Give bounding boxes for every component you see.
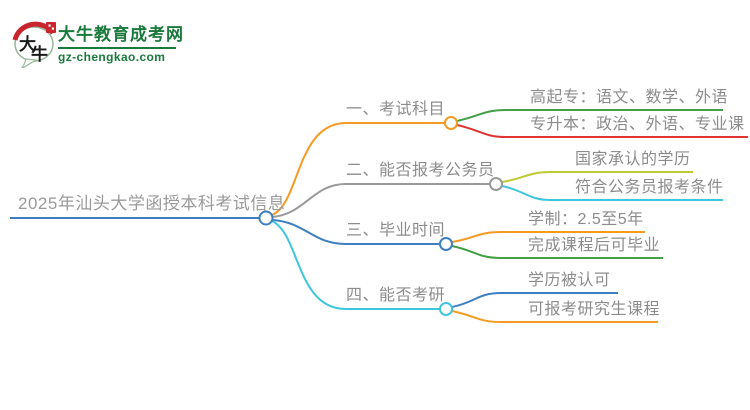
branch-1-child-1-label: 高起专：语文、数学、外语 xyxy=(530,89,729,106)
central-node-circle xyxy=(258,210,274,226)
branch-1-label: 一、考试科目 xyxy=(346,101,446,118)
branch-4-child-2-label: 可报考研究生课程 xyxy=(528,301,661,318)
daniu-bubble-icon: 大 牛 xyxy=(12,21,56,68)
logo-divider xyxy=(58,47,176,49)
branch-4-child-1-underline xyxy=(451,292,618,308)
branch-1-child-1-underline xyxy=(456,109,723,122)
icon-char-niu: 牛 xyxy=(31,44,48,65)
branch-3-label: 三、毕业时间 xyxy=(346,222,446,239)
branch-3-child-2-label: 完成课程后可毕业 xyxy=(528,237,661,254)
branch-1-node-circle xyxy=(444,116,458,130)
branch-4-label: 四、能否考研 xyxy=(346,287,446,304)
branch-1-connector xyxy=(271,122,445,216)
branch-4-child-1-label: 学历被认可 xyxy=(528,272,611,289)
icon-char-da: 大 xyxy=(19,34,36,55)
site-name: 大牛教育成考网 xyxy=(58,25,184,44)
branch-4-connector xyxy=(271,220,440,310)
site-logo: 大 牛 大牛教育成考网 gz-chengkao.com xyxy=(12,8,232,68)
branch-2-node-circle xyxy=(489,177,503,191)
branch-2-child-2-underline xyxy=(501,185,723,201)
branch-3-node-circle xyxy=(439,237,453,251)
central-topic-label: 2025年汕头大学函授本科考试信息 xyxy=(18,194,286,213)
branch-4-child-2-underline xyxy=(451,310,658,323)
branch-1-child-2-underline xyxy=(456,124,748,138)
branch-2-child-1-underline xyxy=(501,171,693,183)
branch-1-child-2-label: 专升本：政治、外语、专业课 xyxy=(530,116,745,133)
branch-4-node-circle xyxy=(439,302,453,316)
branch-2-child-2-label: 符合公务员报考条件 xyxy=(575,179,724,196)
site-url: gz-chengkao.com xyxy=(58,50,166,64)
branch-2-connector xyxy=(271,183,490,218)
branch-2-label: 二、能否报考公务员 xyxy=(346,162,495,179)
red-seal xyxy=(46,22,56,33)
branch-3-child-2-underline xyxy=(451,245,663,259)
branch-3-connector xyxy=(271,219,440,245)
branch-3-child-1-label: 学制：2.5至5年 xyxy=(528,211,644,228)
branch-2-child-1-label: 国家承认的学历 xyxy=(575,151,691,168)
branch-3-child-1-underline xyxy=(451,231,645,243)
